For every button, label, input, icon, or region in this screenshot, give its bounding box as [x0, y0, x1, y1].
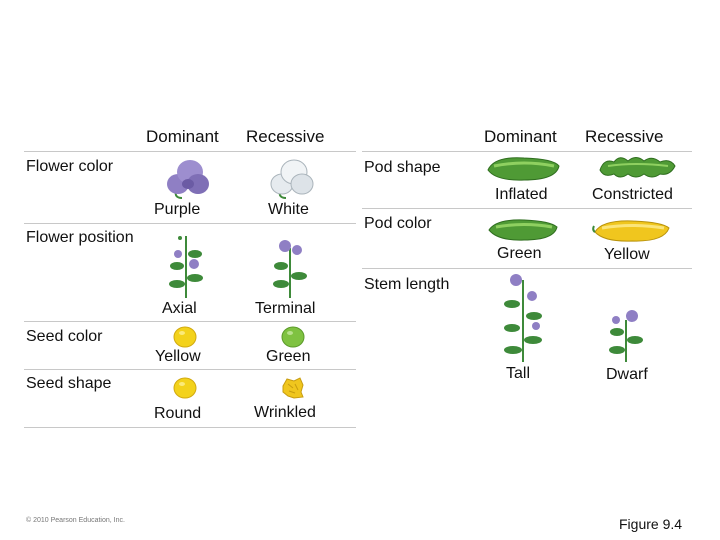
white-flower-illustration: [270, 159, 314, 199]
trait-flower-position: Flower position: [26, 229, 134, 246]
yellow-seed-illustration: [173, 326, 197, 348]
trait-stem-length: Stem length: [364, 276, 450, 293]
wrinkled-seed-illustration: [282, 377, 304, 399]
left-header-rule: [24, 151, 356, 152]
trait-pod-shape: Pod shape: [364, 159, 441, 176]
seed-shape-recessive: Wrinkled: [254, 404, 316, 421]
trait-seed-color: Seed color: [26, 328, 103, 345]
green-seed-illustration: [281, 326, 305, 348]
seed-shape-dominant: Round: [154, 405, 202, 422]
pod-shape-recessive: Constricted: [592, 186, 673, 203]
rule-pod-color: [362, 268, 692, 269]
rule-flower-position: [24, 321, 356, 322]
right-header-dominant: Dominant: [484, 127, 557, 146]
pod-color-dominant: Green: [497, 245, 542, 262]
pod-color-recessive: Yellow: [604, 246, 650, 263]
rule-seed-shape: [24, 427, 356, 428]
rule-pod-shape: [362, 208, 692, 209]
dwarf-plant-illustration: [609, 310, 643, 362]
purple-flower-illustration: [167, 160, 209, 199]
terminal-plant-illustration: [273, 240, 307, 298]
trait-seed-shape: Seed shape: [26, 375, 112, 392]
trait-flower-color: Flower color: [26, 158, 114, 175]
figure-label: Figure 9.4: [619, 516, 683, 532]
axial-plant-illustration: [169, 236, 203, 298]
trait-pod-color: Pod color: [364, 215, 432, 232]
pod-shape-dominant: Inflated: [495, 186, 548, 203]
rule-flower-color: [24, 223, 356, 224]
tall-plant-illustration: [504, 274, 542, 362]
right-header-rule: [362, 151, 692, 152]
flower-color-recessive: White: [268, 201, 309, 218]
yellow-pod-illustration: [592, 220, 670, 242]
left-header-dominant: Dominant: [146, 127, 219, 146]
stem-length-recessive: Dwarf: [606, 366, 648, 383]
round-seed-illustration: [173, 377, 197, 399]
seed-color-recessive: Green: [266, 348, 311, 365]
rule-seed-color: [24, 369, 356, 370]
flower-position-recessive: Terminal: [255, 300, 316, 317]
constricted-pod-illustration: [599, 157, 676, 178]
green-pod-illustration: [488, 219, 558, 241]
inflated-pod-illustration: [487, 157, 560, 181]
flower-position-dominant: Axial: [162, 300, 197, 317]
stem-length-dominant: Tall: [506, 365, 531, 382]
right-header-recessive: Recessive: [585, 127, 664, 146]
copyright-notice: © 2010 Pearson Education, Inc.: [26, 517, 125, 524]
seed-color-dominant: Yellow: [155, 348, 201, 365]
left-header-recessive: Recessive: [246, 127, 325, 146]
flower-color-dominant: Purple: [154, 201, 201, 218]
